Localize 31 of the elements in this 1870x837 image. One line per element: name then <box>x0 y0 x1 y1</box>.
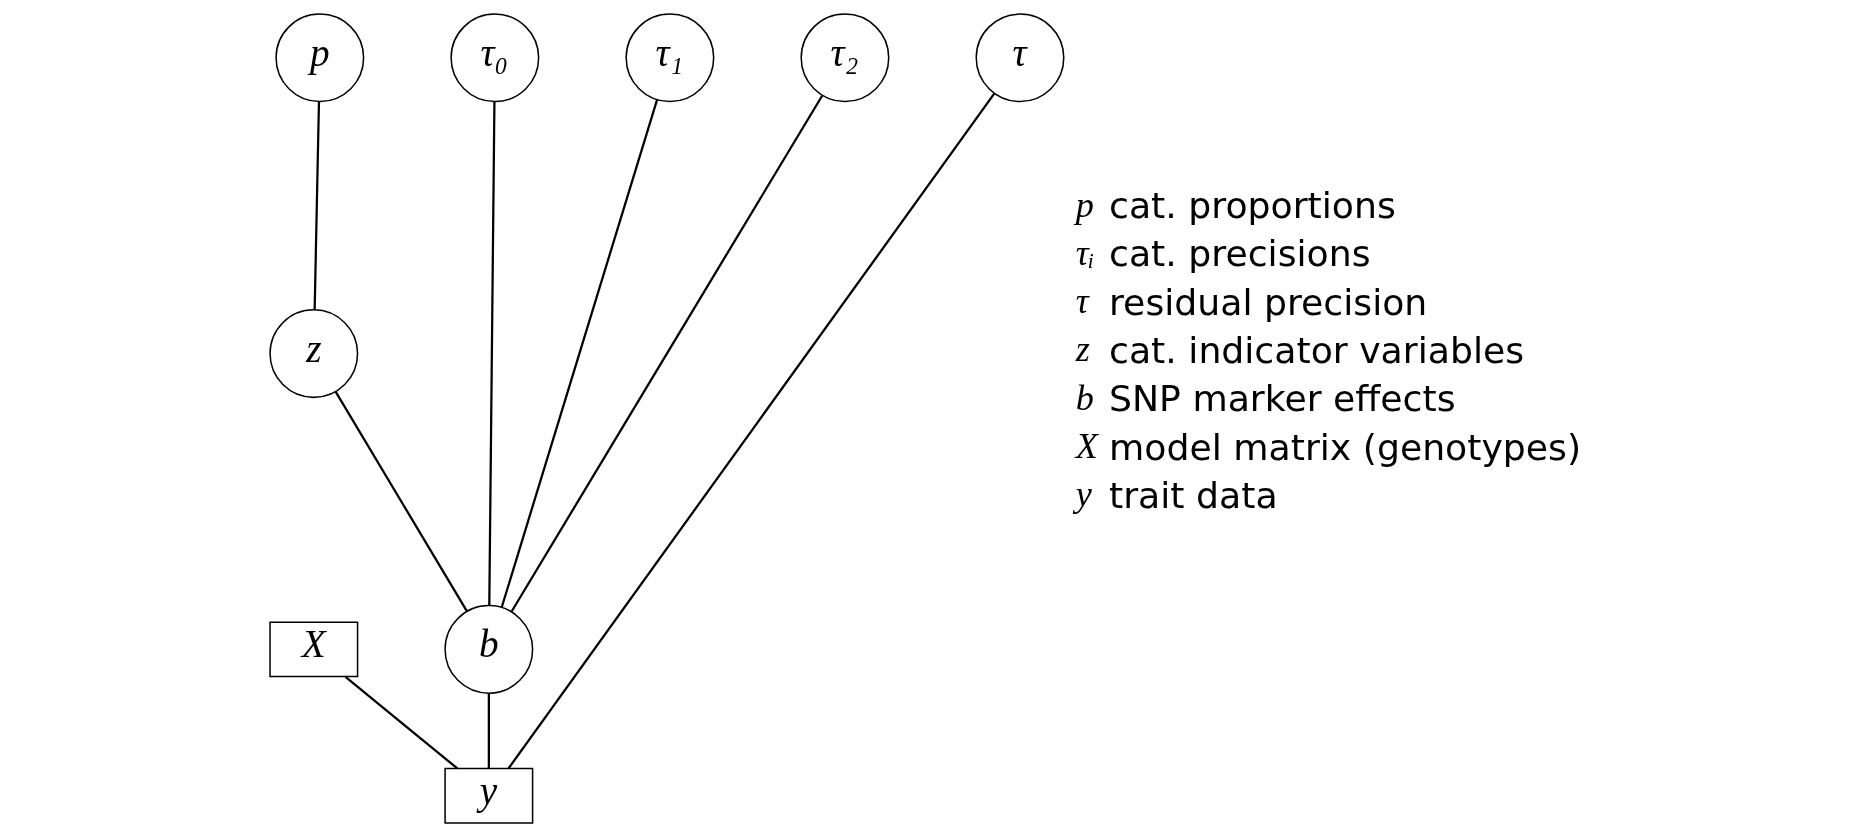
label: τ <box>1075 281 1089 322</box>
node-box: y <box>443 767 533 824</box>
label: cat. indicator variables <box>1108 328 1524 372</box>
label: y <box>1075 474 1092 515</box>
node-circle: τ₂ <box>799 13 889 103</box>
connector <box>344 675 458 770</box>
node-circle: b <box>443 604 533 694</box>
label: cat. proportions <box>1108 184 1396 228</box>
connector <box>487 693 490 769</box>
connector <box>334 391 468 612</box>
label: τᵢ <box>1075 232 1095 273</box>
node-circle: τ <box>975 13 1064 103</box>
label: z <box>1075 329 1090 370</box>
connector <box>313 101 320 310</box>
label: p <box>1075 184 1094 225</box>
label: residual precision <box>1108 280 1427 324</box>
connector <box>487 101 496 606</box>
label: SNP marker effects <box>1108 377 1456 421</box>
node-circle: τ₁ <box>624 13 714 103</box>
connector <box>500 99 658 608</box>
label: X <box>1075 426 1098 467</box>
node-circle: p <box>274 13 364 103</box>
label: trait data <box>1108 473 1278 517</box>
node-circle: z <box>268 309 358 399</box>
label: b <box>1075 377 1094 418</box>
connector <box>510 95 823 613</box>
node-box: X <box>268 621 358 678</box>
node-circle: τ₀ <box>449 13 539 103</box>
connector <box>507 92 995 769</box>
label: model matrix (genotypes) <box>1108 425 1581 469</box>
label: cat. precisions <box>1108 232 1371 276</box>
